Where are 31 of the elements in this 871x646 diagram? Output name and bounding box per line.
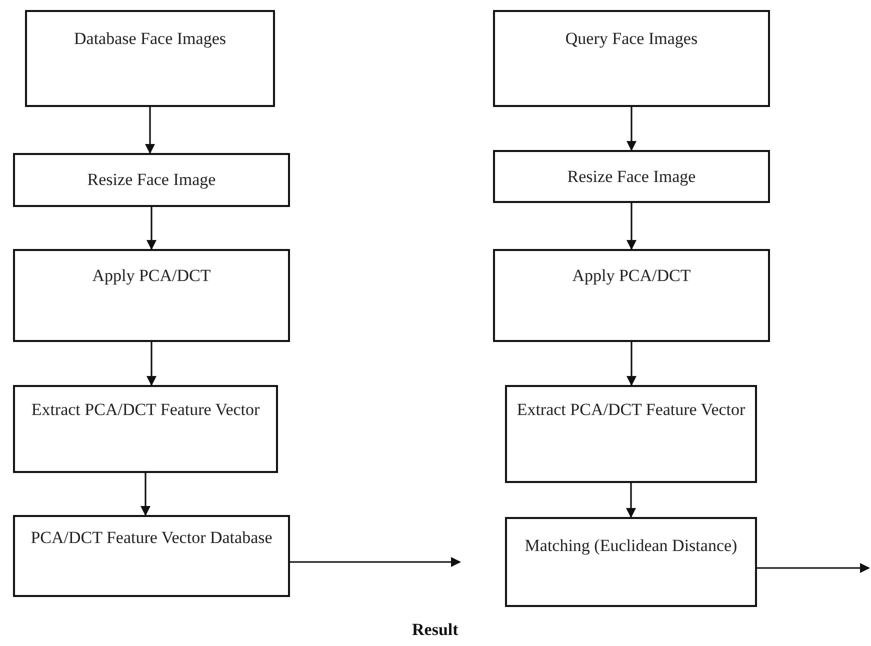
- process-box: [13, 153, 290, 207]
- box-text: Extract PCA/DCT Feature Vector: [516, 399, 746, 421]
- process-box: [493, 249, 770, 342]
- arrow: [626, 107, 636, 151]
- process-box: [493, 10, 770, 107]
- arrow: [626, 342, 636, 386]
- box-text: Extract PCA/DCT Feature Vector: [30, 399, 261, 421]
- process-box: [505, 517, 757, 607]
- arrow: [290, 557, 461, 567]
- box-text: Matching (Euclidean Distance): [524, 535, 738, 557]
- process-box: [13, 515, 290, 597]
- box-text: Resize Face Image: [566, 166, 697, 188]
- process-box: [13, 249, 290, 342]
- process-box: [493, 150, 770, 203]
- result-label: Result: [412, 620, 458, 640]
- process-box: [505, 385, 757, 483]
- box-text: Query Face Images: [564, 28, 699, 50]
- arrow: [146, 342, 156, 386]
- arrow: [146, 207, 156, 250]
- box-text: PCA/DCT Feature Vector Database: [30, 527, 274, 549]
- box-text: Database Face Images: [73, 28, 227, 50]
- arrow: [140, 473, 150, 516]
- box-text: Apply PCA/DCT: [91, 265, 212, 287]
- box-text: Apply PCA/DCT: [571, 265, 692, 287]
- arrow: [757, 563, 870, 573]
- box-text: Resize Face Image: [86, 169, 217, 191]
- arrow: [145, 107, 155, 154]
- process-box: [25, 10, 275, 107]
- process-box: [13, 385, 278, 473]
- arrow: [626, 483, 636, 518]
- arrow: [626, 203, 636, 250]
